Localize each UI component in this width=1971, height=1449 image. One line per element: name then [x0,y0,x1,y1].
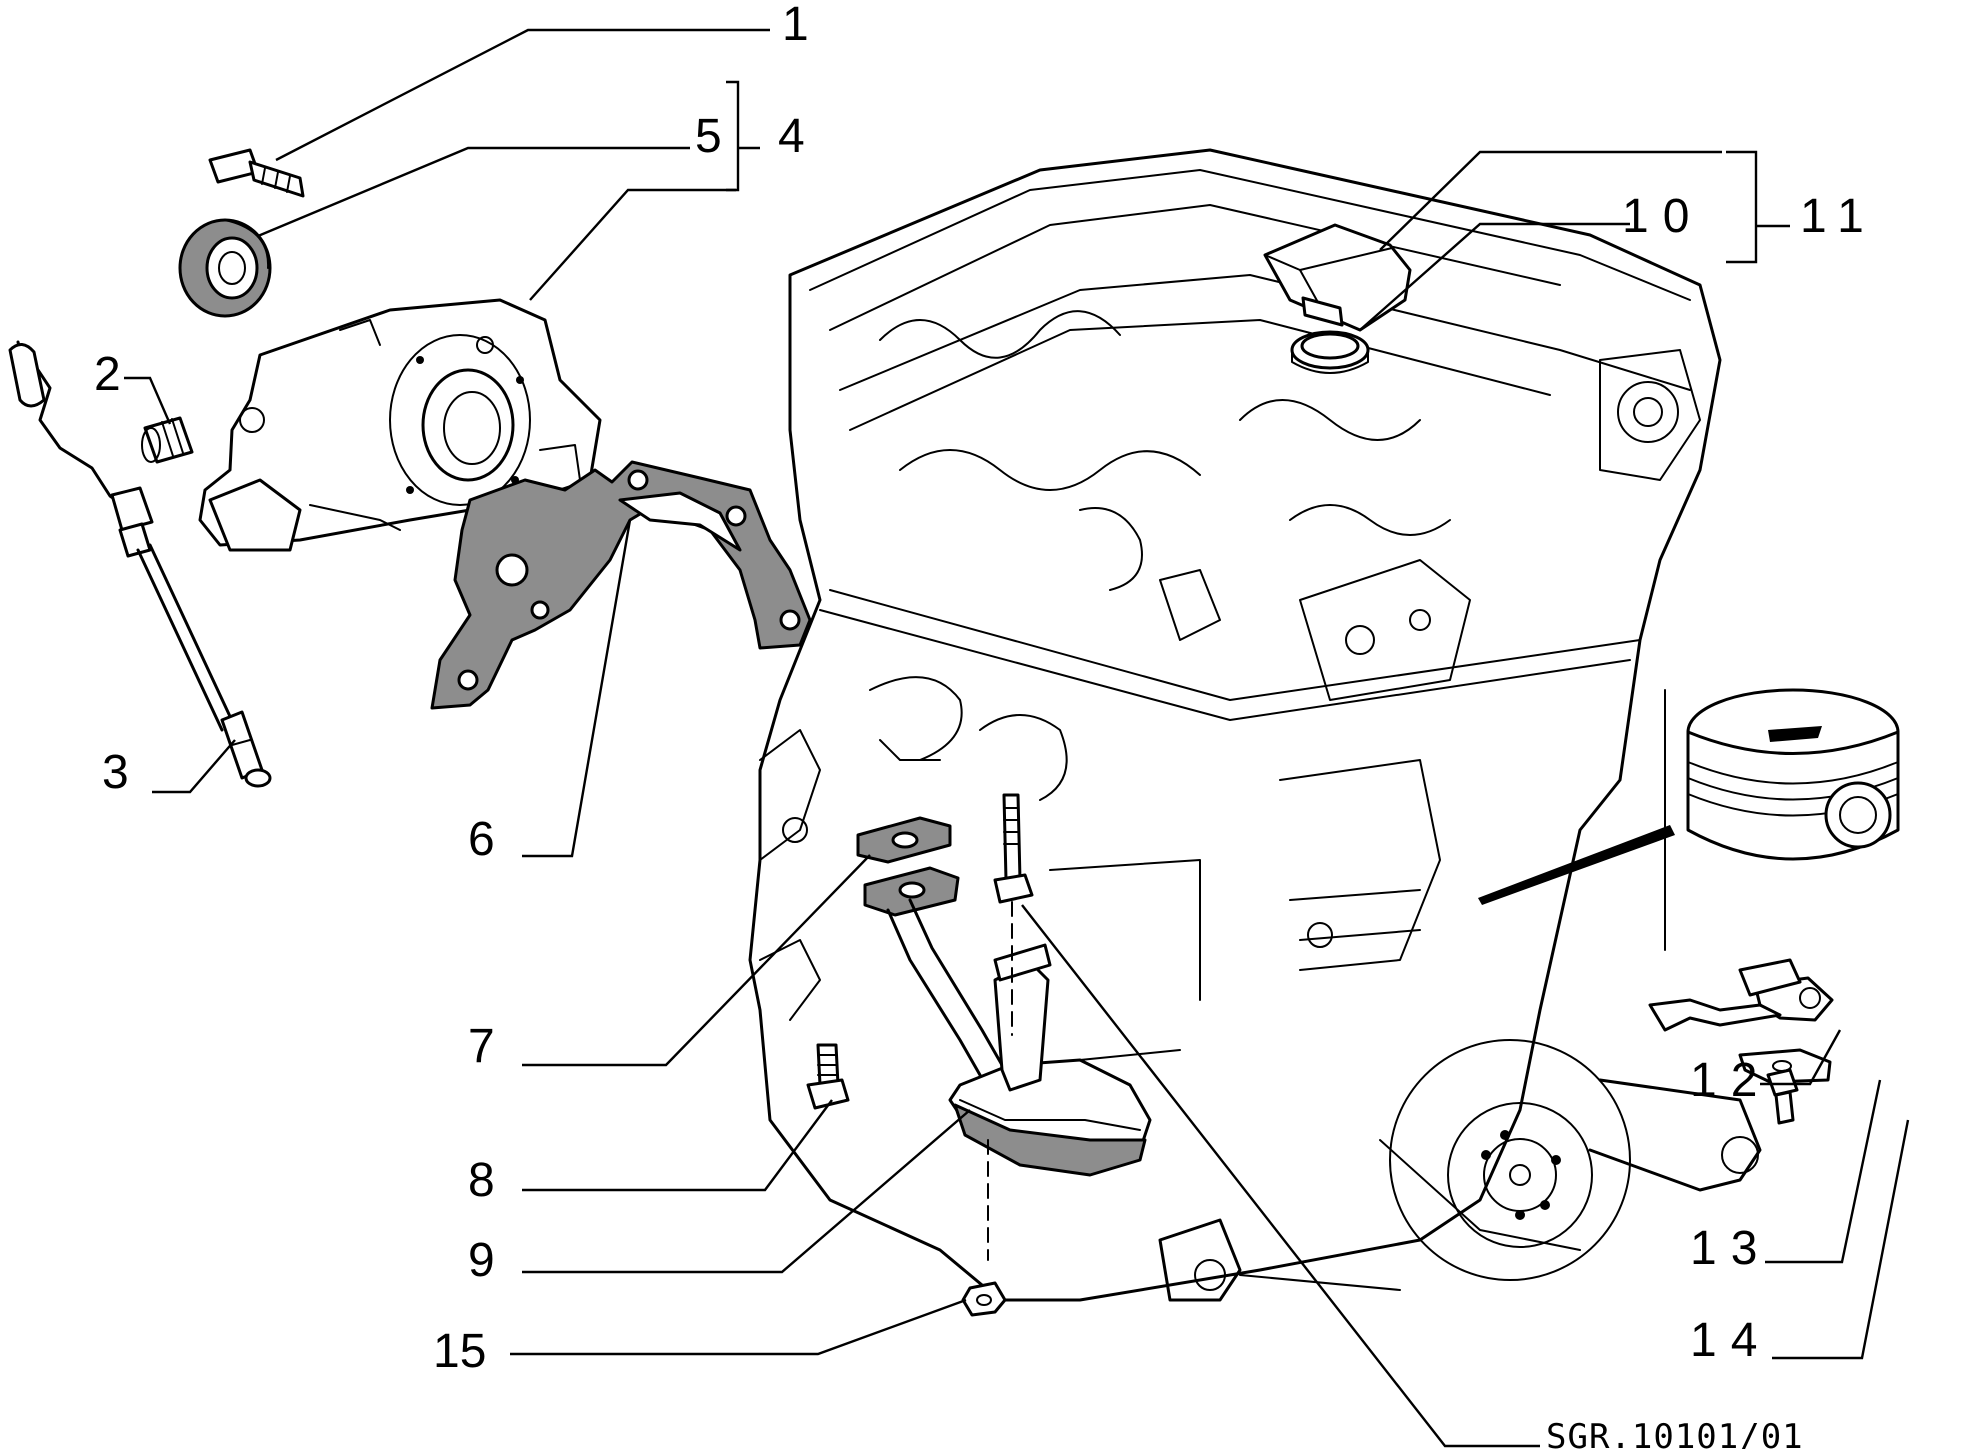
part-6-gasket [430,460,812,710]
callout-labels: 1 2 3 4 5 6 7 8 9 10 11 12 13 14 15 SGR.… [94,0,1878,1449]
part-13-plate [1738,1048,1832,1084]
engine-block-drawing [748,148,1762,1302]
part-9-oil-strainer [886,898,1152,1177]
part-2-plug [141,416,194,464]
callout-5: 5 [695,110,722,163]
callout-11: 11 [1800,190,1878,243]
part-12-bracket [1648,958,1834,1032]
part-7-gaskets [856,816,960,917]
part-4-oil-pump [198,298,602,552]
callout-9: 9 [468,1234,495,1287]
callout-6: 6 [468,813,495,866]
callout-1: 1 [782,0,809,51]
part-14-screw [1766,1068,1799,1125]
part-5-oil-seal [178,218,272,318]
callout-14: 14 [1690,1314,1771,1367]
part-15-nut [961,1281,1007,1317]
callout-12: 12 [1690,1054,1771,1107]
callout-8: 8 [468,1154,495,1207]
callout-4: 4 [778,110,805,163]
callout-3: 3 [102,746,129,799]
part-3-dipstick [8,340,272,788]
part-11-filler-cap [1263,223,1412,332]
part-10-o-ring [1290,330,1370,374]
part-8-bolt [806,1043,850,1110]
callout-7: 7 [468,1020,495,1073]
stud-and-nut [987,793,1034,1261]
piston-drawing [1478,688,1900,951]
callout-15: 15 [433,1325,486,1378]
part-1-screw [208,148,305,198]
callout-13: 13 [1690,1222,1771,1275]
drawing-reference: SGR.10101/01 [1546,1417,1804,1449]
callout-10: 10 [1622,190,1703,243]
callout-2: 2 [94,348,121,401]
leader-lines [124,28,1910,1448]
